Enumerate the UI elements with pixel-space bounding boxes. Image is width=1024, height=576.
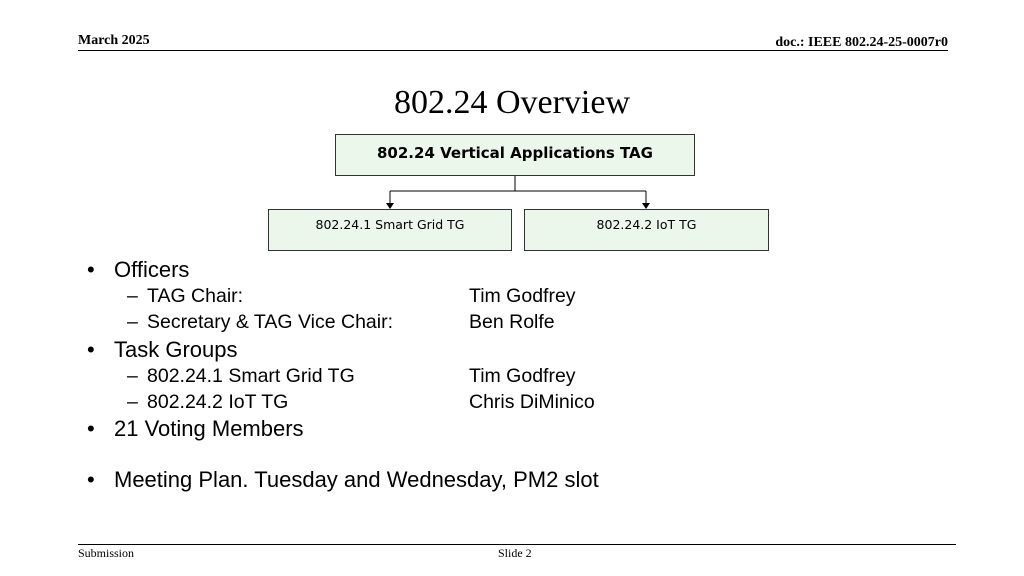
header-doc-id: doc.: IEEE 802.24-25-0007r0 <box>775 35 948 50</box>
header-date: March 2025 <box>78 33 150 48</box>
header-divider <box>78 50 948 51</box>
footer-submission: Submission <box>78 546 135 560</box>
org-box-smart-grid-tg: 802.24.1 Smart Grid TG <box>268 209 512 251</box>
org-box-iot-tg: 802.24.2 IoT TG <box>524 209 769 251</box>
bullet-dot: • <box>87 257 95 282</box>
bullet-dot: • <box>87 337 95 362</box>
footer-slide-number: Slide 2 <box>498 546 532 560</box>
slide-title: 802.24 Overview <box>393 84 631 121</box>
footer-divider <box>78 544 956 545</box>
bullet-dot: • <box>87 416 95 441</box>
org-box-tag: 802.24 Vertical Applications TAG <box>335 134 695 176</box>
bullet-dot: • <box>87 467 95 492</box>
